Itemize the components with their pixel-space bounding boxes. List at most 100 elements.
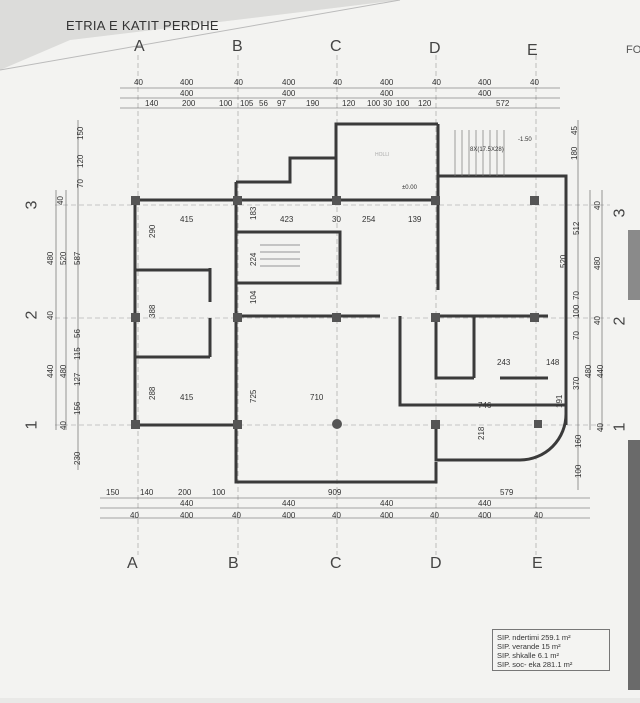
walls bbox=[133, 122, 568, 484]
dimension-text: 127 bbox=[73, 372, 82, 386]
dimension-text: 400 bbox=[478, 511, 492, 520]
dimension-text: 70 bbox=[572, 331, 581, 340]
dimension-text: 40 bbox=[234, 78, 243, 87]
axis-label-e-bottom: E bbox=[532, 555, 543, 572]
columns bbox=[131, 196, 542, 429]
dimension-text: 45 bbox=[570, 126, 579, 135]
room-dimensions: 415 423 30 254 139 290 183 224 104 388 4… bbox=[148, 206, 564, 440]
stairs bbox=[260, 130, 505, 267]
dimension-text: 400 bbox=[180, 89, 194, 98]
axis-label-c-top: C bbox=[330, 38, 342, 55]
dimension-text: 120 bbox=[342, 99, 356, 108]
dimension-text: 400 bbox=[380, 511, 394, 520]
dimension-text: 400 bbox=[380, 78, 394, 87]
dimension-text: 150 bbox=[76, 126, 85, 140]
dimension-text: 183 bbox=[249, 206, 258, 220]
dimension-text: 400 bbox=[180, 78, 194, 87]
dimension-text: 480 bbox=[593, 256, 602, 270]
dimension-text: 180 bbox=[570, 146, 579, 160]
axis-label-e-top: E bbox=[527, 42, 538, 59]
dimension-text: 200 bbox=[182, 99, 196, 108]
dimension-text: 140 bbox=[140, 488, 154, 497]
hall-label: HOLLI bbox=[375, 152, 389, 158]
dimension-text: 288 bbox=[148, 386, 157, 400]
dimension-text: 40 bbox=[56, 196, 65, 205]
dimension-text: 140 bbox=[145, 99, 159, 108]
dimension-text: 70 bbox=[76, 179, 85, 188]
dimension-text: 56 bbox=[259, 99, 268, 108]
dimension-text: 440 bbox=[46, 364, 55, 378]
dimension-text: 100 bbox=[574, 464, 583, 478]
dimension-text: 480 bbox=[59, 364, 68, 378]
dimension-text: 587 bbox=[73, 251, 82, 265]
dimension-lines bbox=[55, 87, 603, 519]
paper-fold bbox=[0, 0, 400, 70]
axis-label-b-bottom: B bbox=[228, 555, 239, 572]
dimension-text: 160 bbox=[574, 434, 583, 448]
dimension-text: 218 bbox=[477, 426, 486, 440]
dimension-text: 440 bbox=[478, 499, 492, 508]
dimension-text: 725 bbox=[249, 389, 258, 403]
dimension-text: 120 bbox=[418, 99, 432, 108]
dimension-text: 400 bbox=[478, 89, 492, 98]
dimension-text: 440 bbox=[180, 499, 194, 508]
axis-label-3-left: 3 bbox=[23, 200, 41, 210]
dimension-text: 40 bbox=[534, 511, 543, 520]
dimension-text: 423 bbox=[280, 215, 294, 224]
dimension-text: 40 bbox=[593, 316, 602, 325]
top-dimensions: 40 400 40 400 40 400 40 400 40 400 400 4… bbox=[134, 78, 539, 108]
dimension-text: 150 bbox=[106, 488, 120, 497]
dimension-text: 200 bbox=[178, 488, 192, 497]
dimension-text: 148 bbox=[546, 358, 560, 367]
dimension-text: 440 bbox=[282, 499, 296, 508]
dimension-text: 254 bbox=[362, 215, 376, 224]
dimension-text: 115 bbox=[73, 347, 82, 360]
sheet-title: ETRIA E KATIT PERDHE bbox=[66, 18, 219, 33]
dimension-text: 139 bbox=[408, 215, 422, 224]
dimension-text: 104 bbox=[249, 290, 258, 304]
dimension-text: 243 bbox=[497, 358, 511, 367]
dimension-text: 415 bbox=[180, 393, 194, 402]
dim-text: 40 bbox=[134, 78, 143, 87]
dimension-text: 512 bbox=[572, 221, 581, 235]
dimension-text: 400 bbox=[282, 78, 296, 87]
dimension-text: 190 bbox=[306, 99, 320, 108]
dimension-text: 40 bbox=[430, 511, 439, 520]
dimension-text: 746 bbox=[478, 401, 492, 410]
axis-label-3-right: 3 bbox=[611, 208, 629, 218]
axis-label-d-bottom: D bbox=[430, 555, 442, 572]
dimension-text: 156 bbox=[73, 401, 82, 415]
dimension-text: 415 bbox=[180, 215, 194, 224]
dimension-text: 579 bbox=[500, 488, 514, 497]
left-dimensions: 150 120 70 40 480 520 587 40 440 480 127… bbox=[46, 126, 85, 465]
dimension-text: 40 bbox=[530, 78, 539, 87]
dimension-text: 710 bbox=[310, 393, 324, 402]
dimension-text: 40 bbox=[59, 421, 68, 430]
dimension-text: 40 bbox=[130, 511, 139, 520]
dimension-text: 440 bbox=[596, 364, 605, 378]
axis-label-b-top: B bbox=[232, 38, 243, 55]
dimension-text: 400 bbox=[282, 89, 296, 98]
axis-label-a-top: A bbox=[134, 38, 145, 55]
dimension-text: 290 bbox=[148, 224, 157, 238]
dimension-text: 480 bbox=[584, 364, 593, 378]
axis-label-1-right: 1 bbox=[611, 422, 629, 432]
photo-strip bbox=[628, 440, 640, 690]
dimension-text: 40 bbox=[596, 423, 605, 432]
axis-label-d-top: D bbox=[429, 40, 441, 57]
axis-label-1-left: 1 bbox=[23, 420, 41, 430]
dimension-text: 400 bbox=[180, 511, 194, 520]
level-marker-zero: ±0.00 bbox=[402, 185, 418, 191]
dimension-text: 120 bbox=[76, 154, 85, 168]
dimension-text: 100 bbox=[367, 99, 381, 108]
area-legend: SIP. ndertimi 259.1 m² SIP. verande 15 m… bbox=[492, 629, 610, 671]
legend-line: SIP. shkalle 6.1 m² bbox=[497, 651, 559, 660]
dimension-text: 520 bbox=[559, 254, 568, 268]
dimension-text: 97 bbox=[277, 99, 286, 108]
dimension-text: 40 bbox=[333, 78, 342, 87]
dimension-text: 40 bbox=[593, 201, 602, 210]
stair-label: 8X(17.5X28) bbox=[470, 147, 504, 153]
dimension-text: 100 bbox=[219, 99, 233, 108]
dimension-text: 520 bbox=[59, 251, 68, 265]
